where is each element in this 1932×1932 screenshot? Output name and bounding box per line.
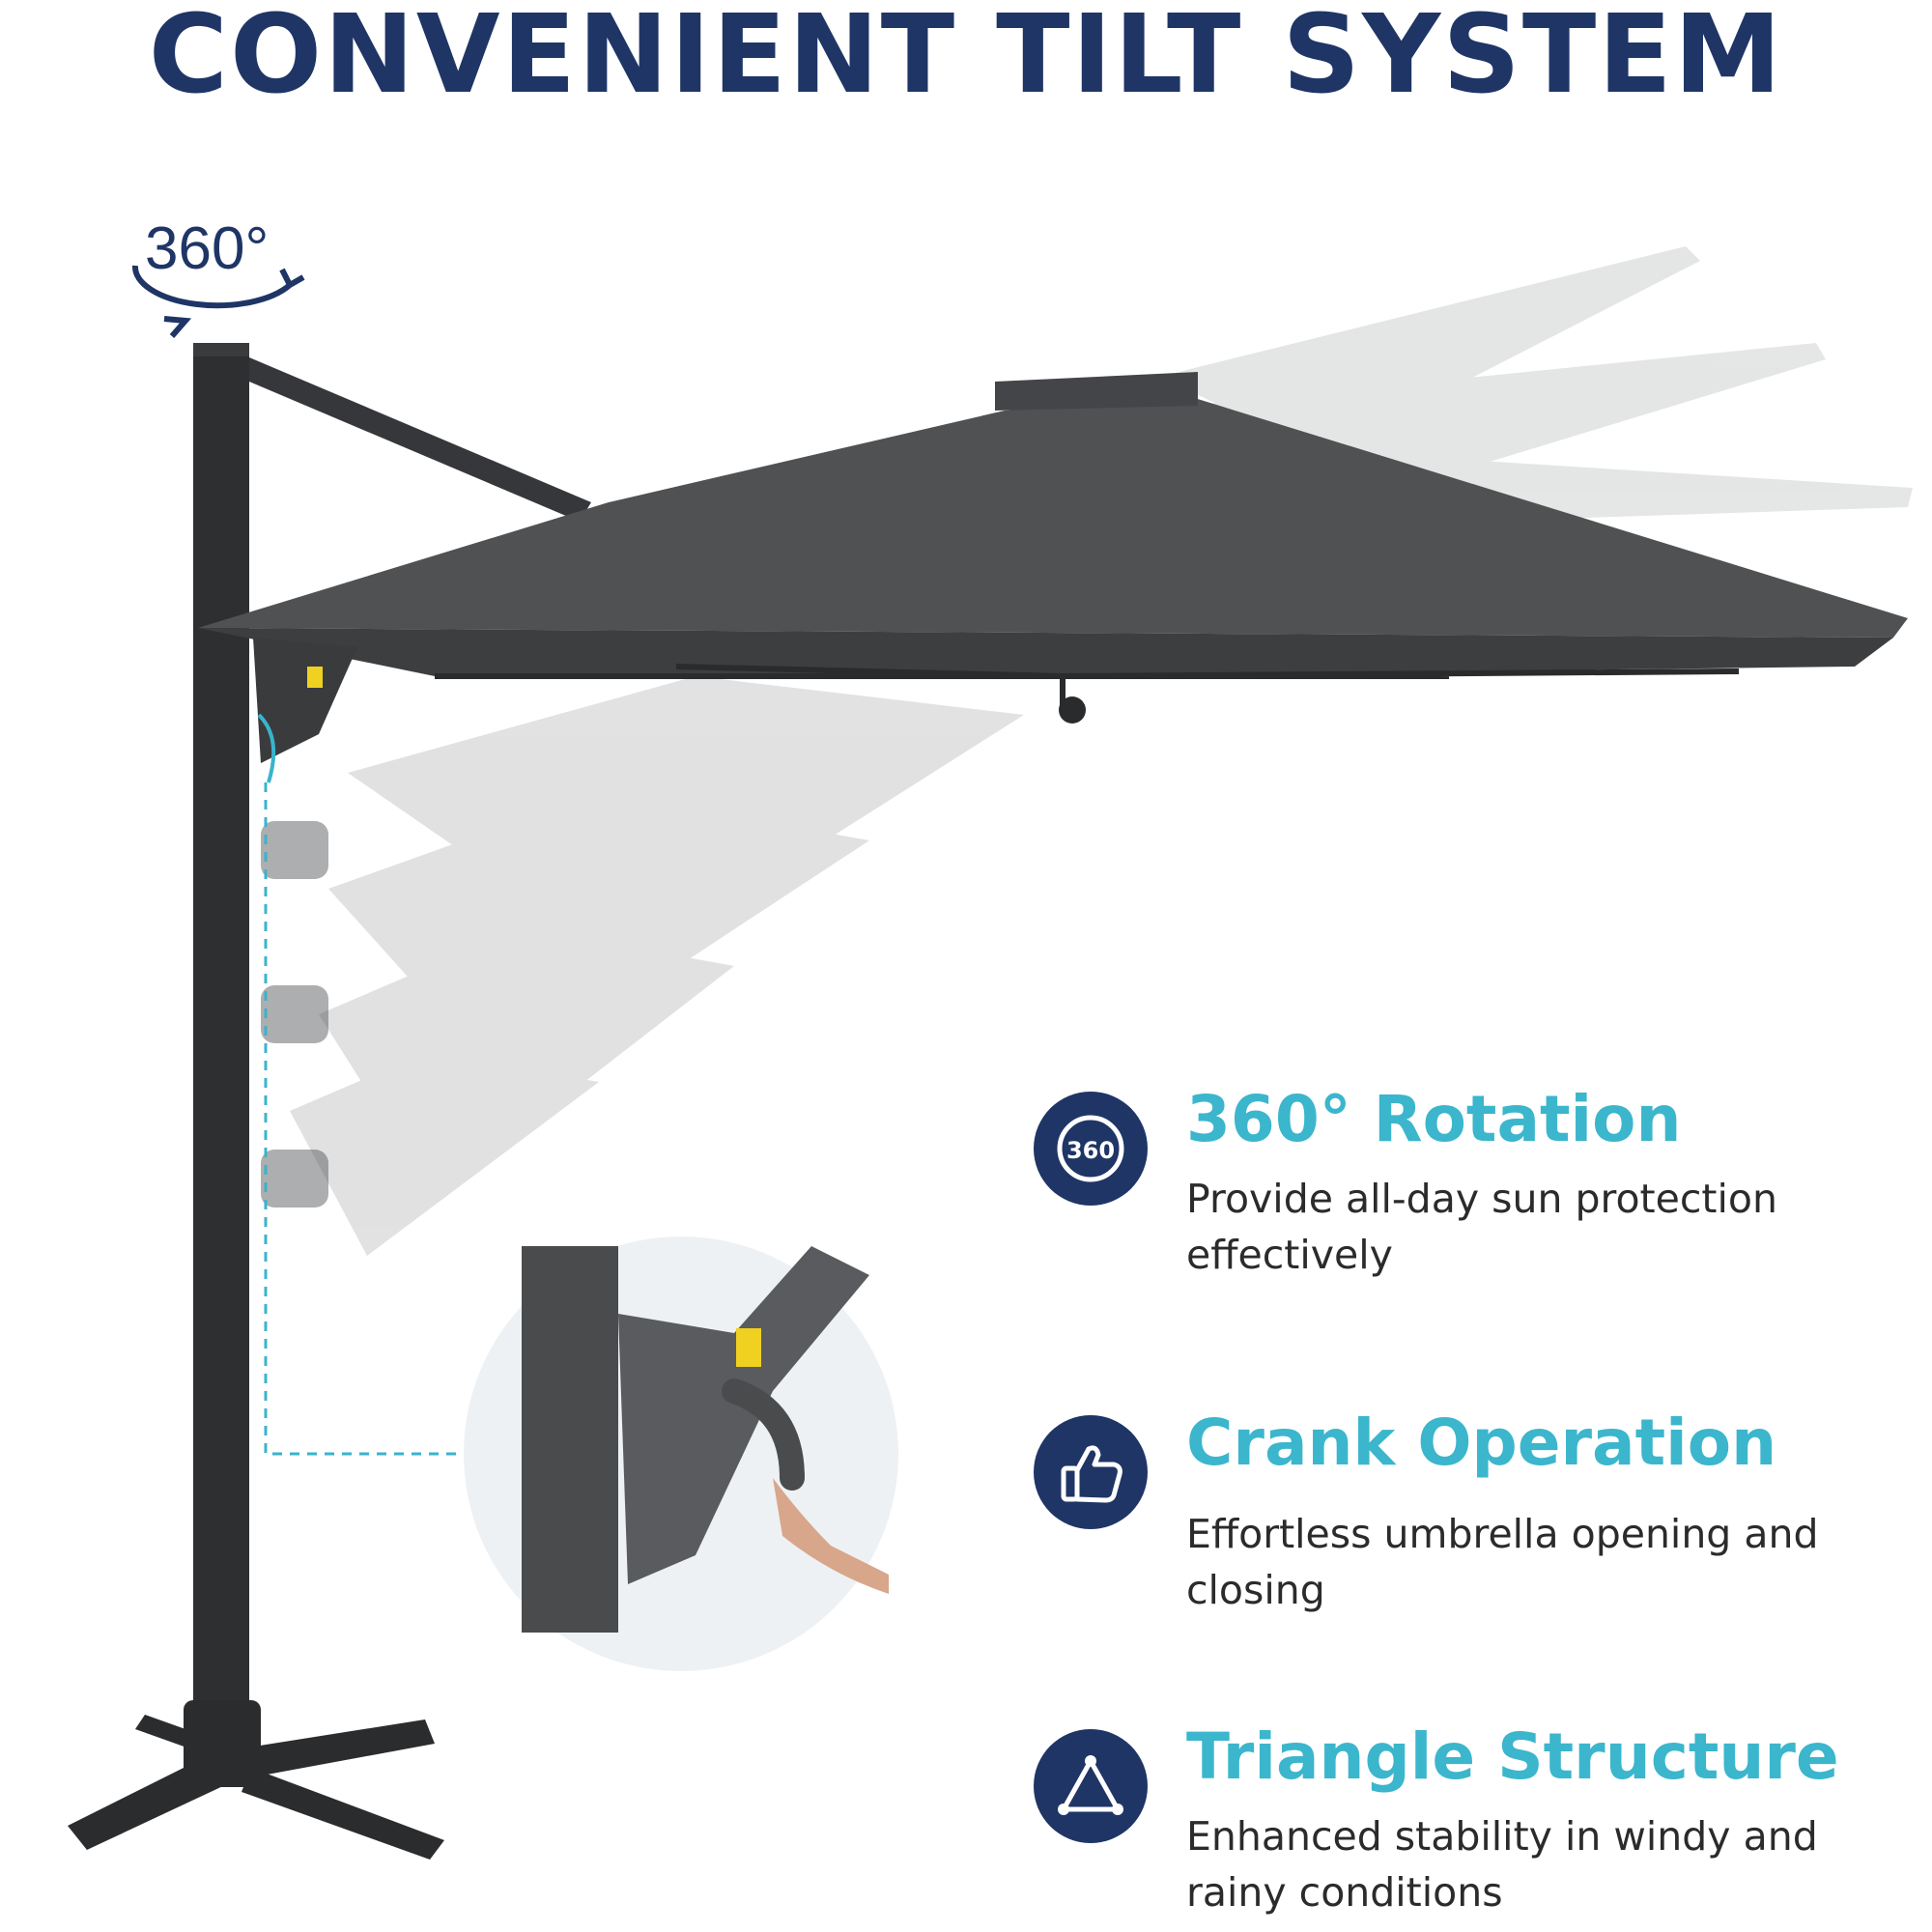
detail-connector [264, 782, 464, 1456]
page-title: CONVENIENT TILT SYSTEM [148, 0, 1784, 118]
svg-text:360: 360 [1066, 1137, 1115, 1164]
feature-title: 360° Rotation [1186, 1082, 1682, 1156]
rotation-arrows [131, 265, 305, 338]
feature-title: Triangle Structure [1186, 1719, 1839, 1794]
crank-detail [464, 1236, 898, 1671]
rotation-label: 360° [145, 215, 270, 282]
main-canopy [198, 372, 1908, 724]
thumbs-up-icon [1034, 1415, 1148, 1529]
cross-base [68, 1700, 444, 1860]
tilt-ghost-handles [261, 821, 328, 1208]
feature-description: Provide all-day sun protection effective… [1186, 1176, 1777, 1278]
feature-title: Crank Operation [1186, 1406, 1777, 1480]
support-arm [249, 357, 591, 522]
feature-description: Effortless umbrella opening and closing [1186, 1511, 1819, 1613]
feature-description: Enhanced stability in windy and rainy co… [1186, 1813, 1818, 1916]
rotation-360-icon: 360 [1034, 1092, 1148, 1206]
tilt-handle [253, 638, 357, 783]
triangle-icon [1034, 1729, 1148, 1843]
umbrella-pole [193, 343, 249, 1724]
tilt-ghost-lower [290, 676, 1024, 1256]
